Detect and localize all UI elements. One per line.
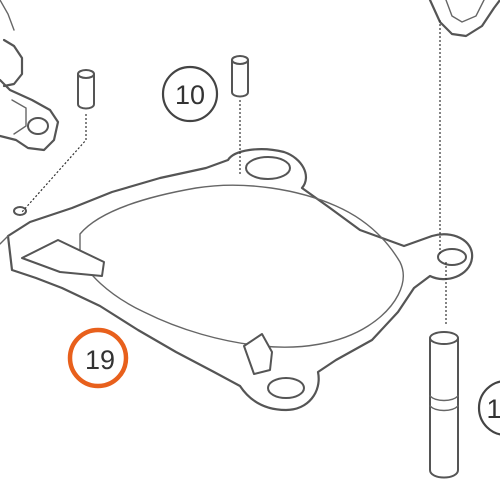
cylinder-base-gasket <box>0 148 474 412</box>
partial-bracket-top-left <box>0 0 60 152</box>
cylinder-stud-right <box>429 20 459 479</box>
callout-part-edge: 1 <box>477 380 500 436</box>
callout-label-10: 10 <box>175 80 205 110</box>
partial-part-top-right <box>428 0 500 38</box>
dowel-pin-top <box>231 55 249 176</box>
callout-part-19[interactable]: 19 <box>67 327 129 389</box>
dowel-pin-left <box>21 69 95 213</box>
callout-label-19: 19 <box>85 345 115 375</box>
callout-part-10: 10 <box>161 65 219 123</box>
callout-label-edge: 1 <box>486 394 500 424</box>
